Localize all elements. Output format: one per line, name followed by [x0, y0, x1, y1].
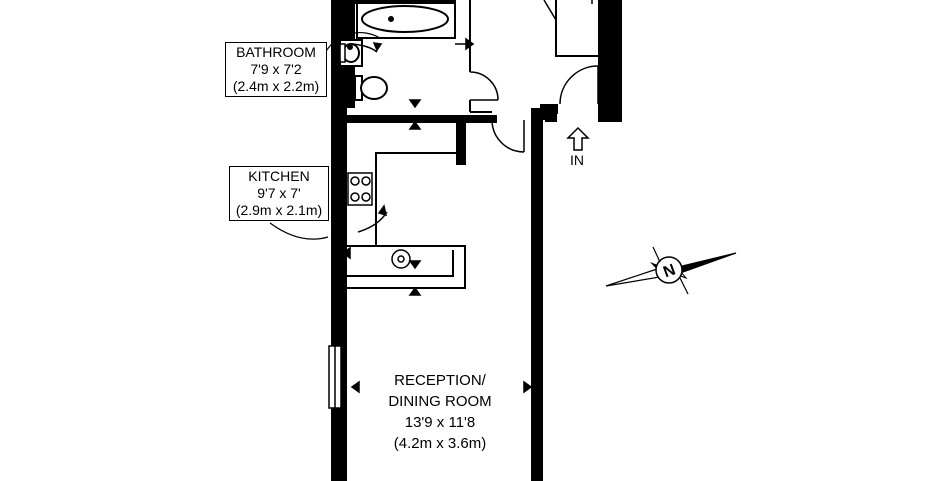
entry-door-swing — [543, 0, 599, 105]
bathroom-size-imperial: 7'9 x 7'2 — [250, 61, 302, 77]
entry-arrow-icon — [566, 126, 590, 151]
thin-walls — [469, 0, 609, 113]
toilet — [354, 75, 388, 101]
dimension-arrow-lines — [352, 43, 388, 233]
kitchen-sink — [391, 249, 411, 269]
callout-arcs — [269, 32, 381, 240]
compass-icon: N — [605, 246, 737, 295]
bathroom-name: BATHROOM — [236, 44, 316, 60]
entrance-label: IN — [570, 152, 584, 168]
kitchen-worktop — [343, 152, 466, 289]
reception-name-line1: RECEPTION/ — [394, 372, 486, 389]
bathroom-window — [339, 43, 346, 63]
kitchen-size-metric: (2.9m x 2.1m) — [235, 202, 323, 218]
kitchen-hob — [347, 172, 373, 206]
reception-window — [328, 345, 342, 409]
reception-label: RECEPTION/ DINING ROOM 13'9 x 11'8 (4.2m… — [368, 370, 512, 454]
reception-size-metric: (4.2m x 3.6m) — [393, 435, 487, 452]
reception-name-line2: DINING ROOM — [388, 393, 492, 410]
compass-letter: N — [661, 261, 678, 281]
reception-size-imperial: 13'9 x 11'8 — [404, 414, 476, 431]
bathroom-door-swing — [455, 43, 499, 101]
bathtub — [356, 0, 456, 39]
dimension-arrows — [341, 37, 533, 394]
bathroom-label: BATHROOM 7'9 x 7'2 (2.4m x 2.2m) — [225, 42, 327, 97]
kitchen-size-imperial: 9'7 x 7' — [257, 185, 301, 201]
kitchen-name: KITCHEN — [248, 168, 310, 184]
landing-door-swing — [491, 119, 525, 153]
bathroom-size-metric: (2.4m x 2.2m) — [232, 78, 320, 94]
kitchen-label: KITCHEN 9'7 x 7' (2.9m x 2.1m) — [229, 166, 329, 221]
